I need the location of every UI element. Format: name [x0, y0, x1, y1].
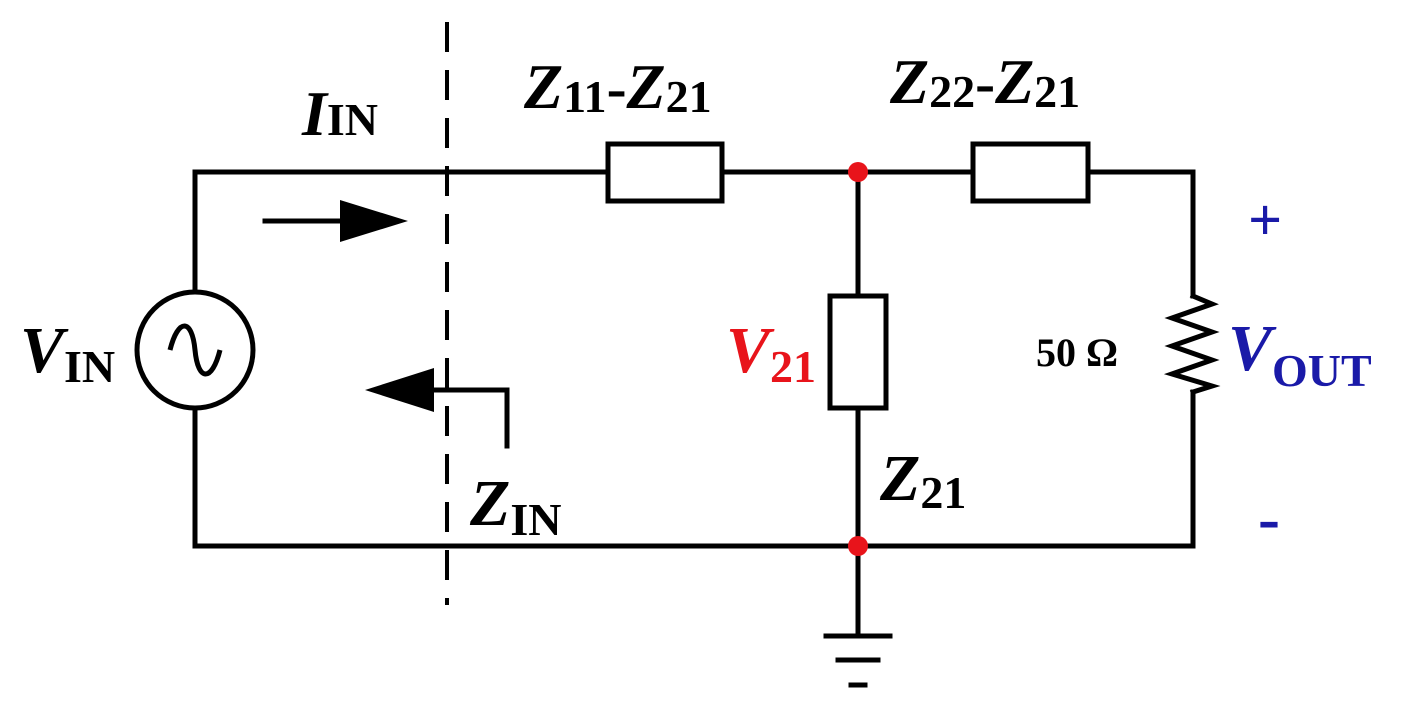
label-z21: Z21	[879, 442, 966, 518]
impedance-z11-minus-z21	[605, 141, 725, 204]
label-v-in: VIN	[20, 314, 115, 392]
label-v21: V21	[726, 314, 816, 392]
input-impedance-arrow-icon	[365, 368, 510, 449]
ac-voltage-source-icon	[134, 289, 256, 411]
label-plus: +	[1248, 187, 1282, 253]
label-z11-minus-z21: Z11-Z21	[523, 51, 712, 122]
label-v-out: VOUT	[1228, 312, 1372, 396]
label-z22-minus-z21: Z22-Z21	[889, 46, 1080, 117]
load-resistor	[1163, 292, 1221, 396]
impedance-z21	[827, 293, 889, 411]
label-i-in: IIN	[301, 78, 378, 149]
ground-icon	[823, 633, 893, 688]
current-arrow-icon	[262, 200, 408, 242]
label-load-50-ohm: 50 Ω	[1036, 330, 1118, 375]
node-top	[848, 162, 868, 182]
impedance-z22-minus-z21	[970, 141, 1091, 204]
label-z-in: ZIN	[469, 467, 561, 545]
wires	[192, 169, 1196, 639]
node-bottom	[848, 536, 868, 556]
label-minus: -	[1258, 482, 1280, 555]
